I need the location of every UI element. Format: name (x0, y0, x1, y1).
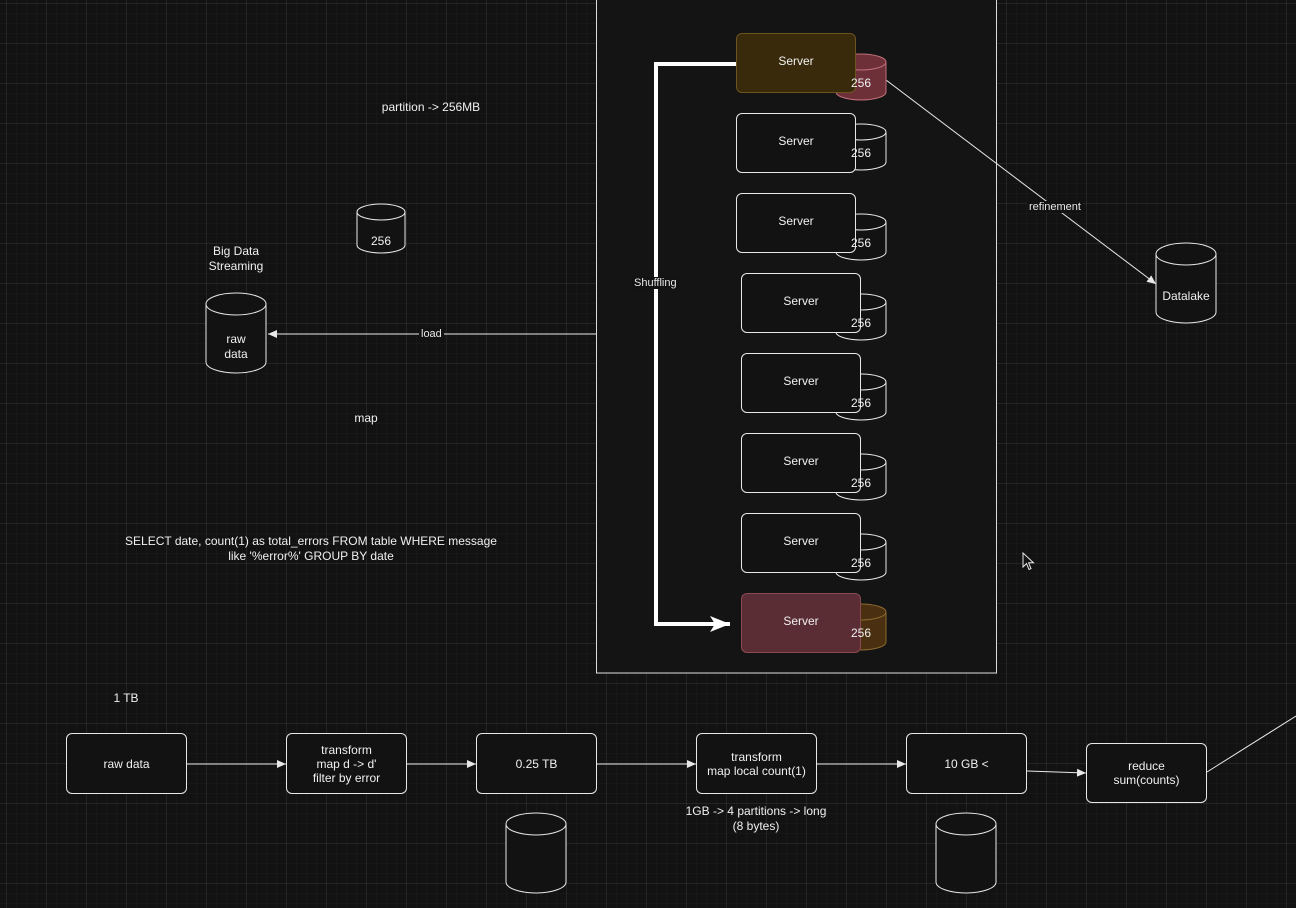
one-tb-label: 1 TB (113, 691, 139, 705)
shuffling-label: Shuffling (632, 277, 679, 289)
load-label: load (419, 328, 444, 340)
refinement-arrow[interactable] (885, 79, 1157, 285)
raw-data-cylinder[interactable] (205, 292, 267, 374)
partitions-note: 1GB -> 4 partitions -> long (8 bytes) (685, 804, 827, 833)
pipeline-arrow-5[interactable] (1026, 768, 1087, 777)
pipeline-ten-gb[interactable]: 10 GB < (906, 733, 1027, 794)
server-disk-label: 256 (850, 556, 872, 570)
server-label: Server (783, 534, 819, 548)
server-box-3[interactable]: Server (736, 193, 856, 253)
big-data-streaming-label: Big Data Streaming (208, 244, 264, 273)
server-disk-label: 256 (850, 316, 872, 330)
server-disk-label: 256 (850, 236, 872, 250)
storage-cylinder-1[interactable] (505, 812, 567, 894)
server-label: Server (783, 454, 819, 468)
server-box-8[interactable]: Server (741, 593, 861, 653)
refinement-label: refinement (1027, 201, 1083, 213)
pipeline-ten-gb-label: 10 GB < (944, 756, 989, 771)
small-256-text: 256 (370, 234, 392, 248)
pipeline-reduce[interactable]: reduce sum(counts) (1086, 743, 1207, 803)
server-box-1[interactable]: Server (736, 33, 856, 93)
pipeline-reduce-label: reduce sum(counts) (1113, 759, 1180, 787)
map-label: map (354, 411, 378, 425)
server-disk-label: 256 (850, 476, 872, 490)
partition-note: partition -> 256MB (381, 100, 481, 114)
server-box-2[interactable]: Server (736, 113, 856, 173)
pipeline-transform-filter[interactable]: transform map d -> d' filter by error (286, 733, 407, 794)
server-disk-label: 256 (850, 396, 872, 410)
server-label: Server (783, 614, 819, 628)
pipeline-raw-data-label: raw data (103, 756, 150, 771)
raw-data-text: raw data (224, 332, 248, 361)
sql-query-text: SELECT date, count(1) as total_errors FR… (125, 534, 497, 563)
pipeline-transform-filter-label: transform map d -> d' filter by error (312, 742, 381, 785)
server-disk-label: 256 (850, 76, 872, 90)
server-label: Server (783, 294, 819, 308)
shuffling-arrow[interactable] (654, 62, 736, 632)
server-box-5[interactable]: Server (741, 353, 861, 413)
pipeline-transform-count[interactable]: transform map local count(1) (696, 733, 817, 794)
pipeline-arrow-out[interactable] (1206, 715, 1296, 773)
pipeline-quarter-tb[interactable]: 0.25 TB (476, 733, 597, 794)
mouse-cursor-icon (1022, 552, 1035, 571)
server-label: Server (783, 374, 819, 388)
pipeline-raw-data[interactable]: raw data (66, 733, 187, 794)
datalake-text: Datalake (1162, 289, 1210, 303)
server-box-6[interactable]: Server (741, 433, 861, 493)
storage-cylinder-2[interactable] (935, 812, 997, 894)
server-label: Server (778, 134, 814, 148)
server-label: Server (778, 54, 814, 68)
pipeline-transform-count-label: transform map local count(1) (707, 749, 806, 778)
server-box-7[interactable]: Server (741, 513, 861, 573)
server-label: Server (778, 214, 814, 228)
server-disk-label: 256 (850, 146, 872, 160)
server-disk-label: 256 (850, 626, 872, 640)
server-box-4[interactable]: Server (741, 273, 861, 333)
datalake-cylinder[interactable] (1155, 242, 1217, 324)
small-256-cylinder[interactable] (356, 203, 406, 254)
pipeline-quarter-tb-label: 0.25 TB (515, 756, 558, 771)
